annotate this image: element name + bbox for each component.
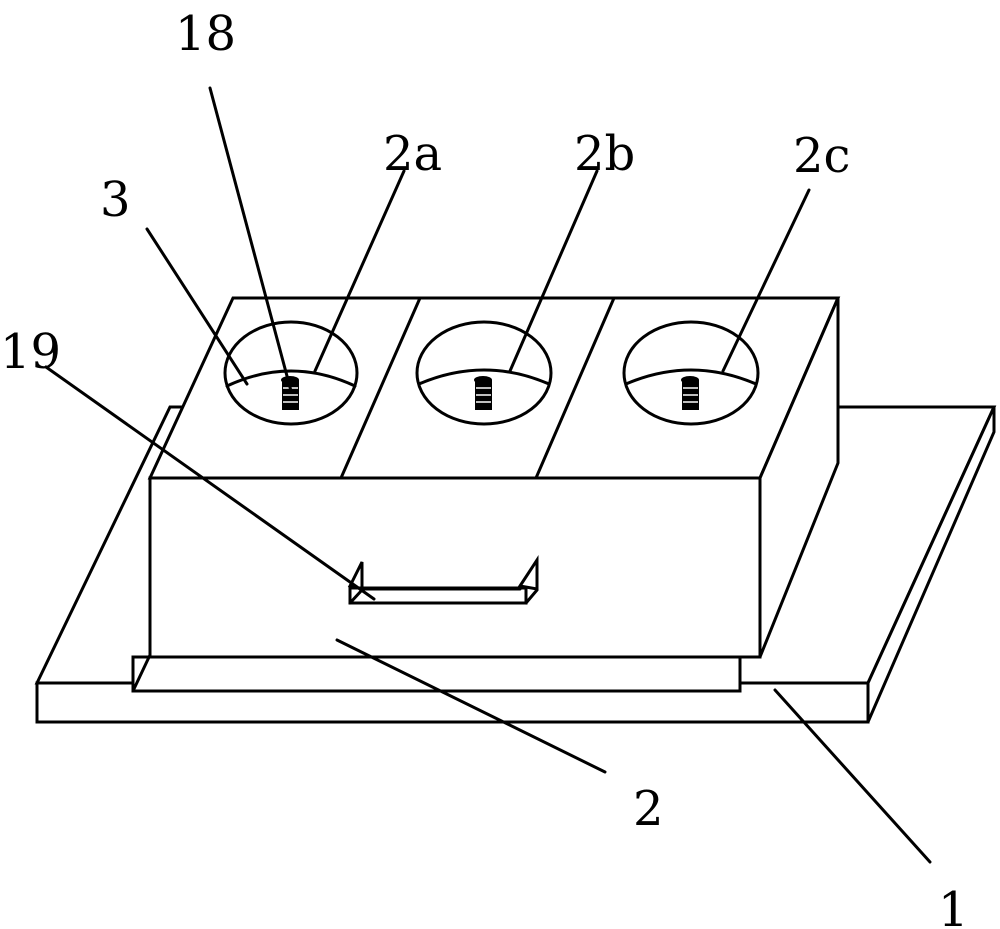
label-2a: 2a [383, 126, 442, 182]
label-2c: 2c [793, 128, 850, 184]
label-2b: 2b [574, 126, 635, 182]
label-3: 3 [100, 172, 131, 228]
label-19: 19 [0, 324, 61, 380]
housing-tray [133, 655, 740, 691]
label-1: 1 [938, 882, 969, 929]
cup-2b [417, 322, 551, 424]
label-18: 18 [175, 6, 236, 62]
label-2: 2 [633, 781, 664, 837]
cup-2a [225, 322, 357, 424]
